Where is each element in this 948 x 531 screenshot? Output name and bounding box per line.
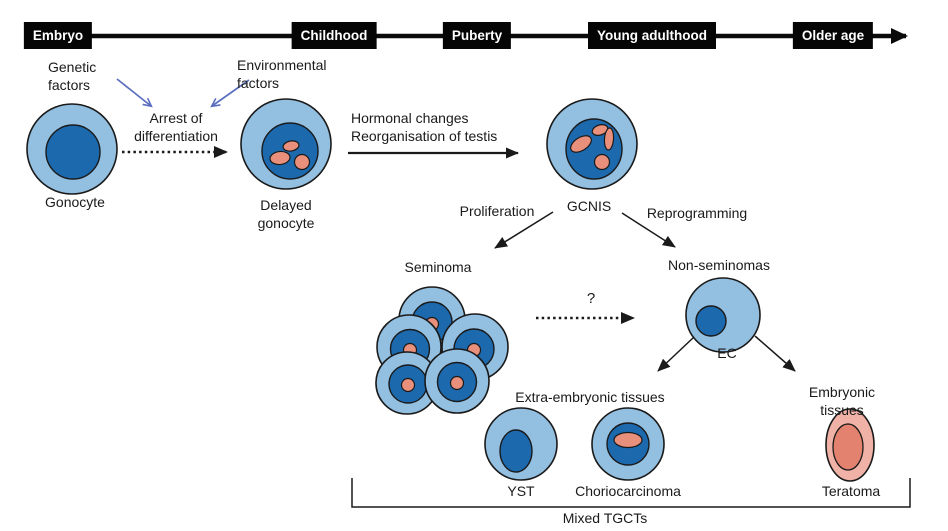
timeline-stage-embryo: Embryo bbox=[23, 22, 93, 49]
question-mark-label: ? bbox=[586, 290, 596, 307]
embryonic-tissues-label: Embryonic tissues bbox=[808, 384, 876, 418]
genetic-factors-label: Genetic factors bbox=[48, 59, 97, 93]
delayed-gonocyte-label: Delayed gonocyte bbox=[257, 197, 315, 231]
ec-to-extraembryonic-arrow bbox=[657, 336, 695, 372]
environmental-factors-label: Environmental factors bbox=[237, 57, 327, 91]
seminoma-cell-5 bbox=[424, 348, 490, 414]
seminoma-label: Seminoma bbox=[404, 259, 472, 275]
non-seminomas-label: Non-seminomas bbox=[668, 257, 770, 273]
timeline-stage-puberty: Puberty bbox=[442, 22, 512, 49]
choriocarcinoma-cell bbox=[591, 407, 665, 481]
gonocyte-cell bbox=[26, 103, 118, 195]
proliferation-arrow bbox=[494, 211, 554, 249]
timeline-stage-young-adulthood: Young adulthood bbox=[588, 22, 716, 49]
ec-cell bbox=[685, 277, 761, 353]
gonocyte-label: Gonocyte bbox=[45, 194, 105, 210]
proliferation-label: Proliferation bbox=[459, 203, 535, 219]
ec-to-embryonic-arrow bbox=[754, 335, 796, 372]
reprogramming-arrow bbox=[621, 212, 676, 248]
extra-embryonic-tissues-label: Extra-embryonic tissues bbox=[515, 389, 665, 405]
ec-label: EC bbox=[717, 345, 737, 361]
environmental-factors-arrow bbox=[210, 79, 250, 108]
arrest-of-differentiation-label: Arrest of differentiation bbox=[134, 110, 218, 144]
teratoma-cell bbox=[825, 408, 875, 482]
gcnis-cell bbox=[546, 98, 638, 190]
hormonal-changes-label: Hormonal changes Reorganisation of testi… bbox=[351, 110, 498, 144]
mixed-tgct-bracket bbox=[351, 478, 911, 508]
teratoma-label: Teratoma bbox=[821, 483, 881, 499]
mixed-tgcts-label: Mixed TGCTs bbox=[562, 510, 648, 526]
delayed-gonocyte-cell bbox=[240, 98, 332, 190]
choriocarcinoma-label: Choriocarcinoma bbox=[575, 483, 681, 499]
gcnis-label: GCNIS bbox=[566, 198, 612, 214]
seminoma-cell-4 bbox=[375, 351, 439, 415]
timeline-stage-childhood: Childhood bbox=[291, 22, 377, 49]
timeline-stage-older-age: Older age bbox=[792, 22, 874, 49]
reprogramming-label: Reprogramming bbox=[646, 205, 748, 221]
genetic-factors-arrow bbox=[116, 78, 153, 108]
yst-cell bbox=[484, 407, 558, 481]
yst-label: YST bbox=[507, 483, 535, 499]
